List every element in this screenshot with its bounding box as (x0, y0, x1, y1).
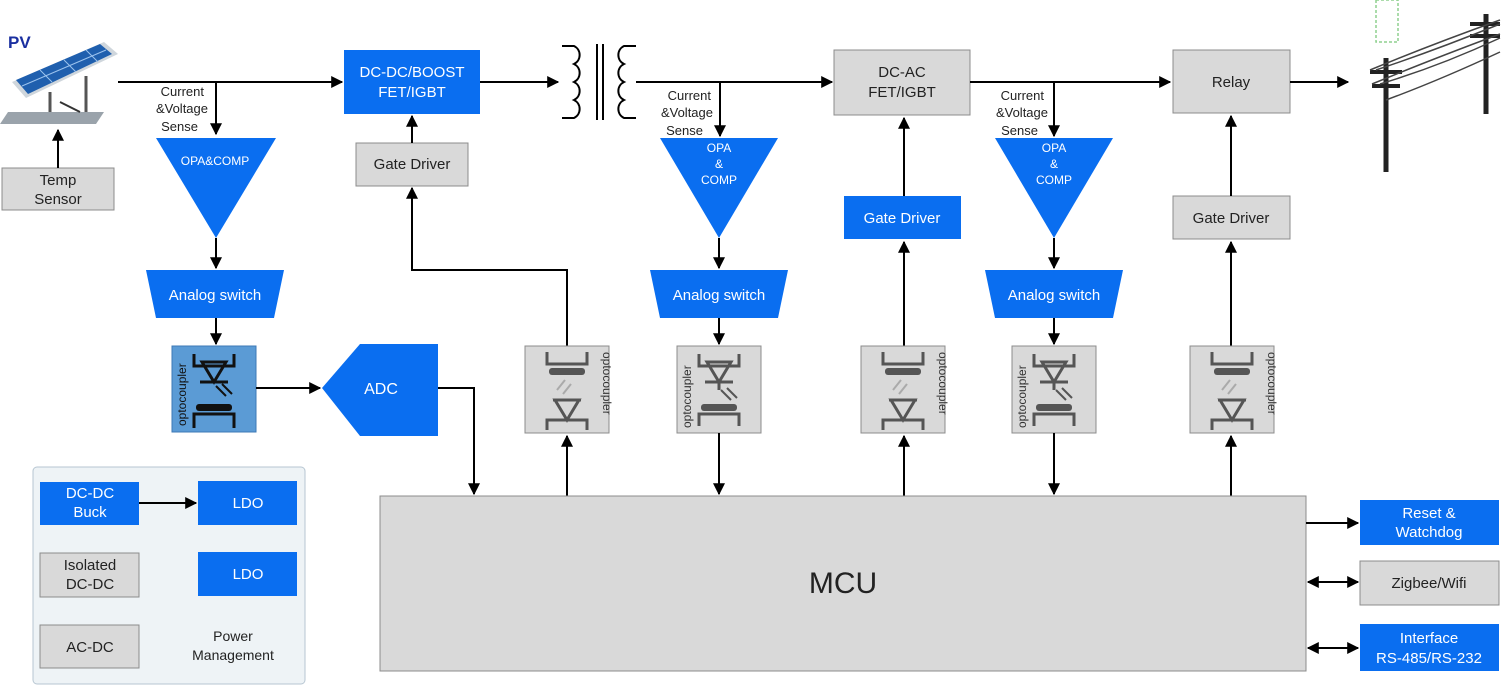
power-grid-icon (1369, 0, 1501, 172)
sense-1-line1: Current (161, 84, 205, 99)
reset-box (1360, 500, 1499, 545)
gate-driver-2-label: Gate Driver (864, 210, 941, 227)
opa-comp-2-line3: COMP (701, 173, 737, 187)
gate-driver-3-label: Gate Driver (1193, 210, 1270, 227)
dcac-line1: DC-AC (878, 64, 926, 81)
acdc-label: AC-DC (66, 639, 114, 656)
opa-comp-2-line1: OPA (707, 141, 731, 155)
power-title-line1: Power (213, 628, 253, 644)
boost-box (344, 50, 480, 114)
isolated-dcdc-box (39, 552, 140, 598)
pv-panel-icon (0, 42, 118, 124)
optocoupler-5: optocoupler (1011, 345, 1097, 434)
optocoupler-3-label: optocoupler (680, 365, 694, 428)
transformer-icon (562, 44, 636, 120)
dcdc-buck-line1: DC-DC (66, 485, 114, 502)
sense-1-line3: Sense (161, 119, 198, 134)
sense-3-line3: Sense (1001, 123, 1038, 138)
sense-3-line1: Current (1001, 88, 1045, 103)
arrow-adc-to-mcu (438, 387, 480, 496)
analog-switch-3-label: Analog switch (1008, 287, 1101, 304)
sense-2-line3: Sense (666, 123, 703, 138)
acdc-box (39, 624, 140, 669)
dcac-line2: FET/IGBT (868, 84, 936, 101)
temp-sensor-box (1, 167, 115, 211)
optocoupler-3: optocoupler (676, 345, 762, 434)
temp-sensor-line1: Temp (40, 172, 77, 189)
gate-driver-1-box (355, 142, 469, 187)
opa-comp-3-line2: & (1050, 157, 1058, 171)
optocoupler-2-label: optocoupler (600, 352, 614, 415)
optocoupler-5-label: optocoupler (1015, 365, 1029, 428)
ldo-1-label: LDO (233, 495, 264, 512)
dcdc-buck-line2: Buck (73, 504, 107, 521)
reset-line1: Reset & (1402, 505, 1455, 522)
opa-comp-2-line2: & (715, 157, 723, 171)
optocoupler-2: optocoupler (524, 345, 614, 434)
gate-driver-2-box (844, 196, 961, 239)
ldo-1-box (198, 481, 297, 525)
gate-driver-1-label: Gate Driver (374, 156, 451, 173)
arrow-opto2-to-gd1 (406, 186, 568, 346)
optocoupler-6: optocoupler (1189, 345, 1279, 434)
optocoupler-1: optocoupler (171, 345, 257, 433)
zigbee-box (1359, 560, 1500, 606)
sense-2-line1: Current (668, 88, 712, 103)
pv-label: PV (8, 33, 31, 52)
opa-comp-1-triangle (156, 138, 276, 238)
analog-switch-2-label: Analog switch (673, 287, 766, 304)
analog-switch-1 (146, 270, 284, 318)
opa-comp-1-label: OPA&COMP (181, 154, 249, 168)
reset-line2: Watchdog (1396, 524, 1463, 541)
sense-1-line2: &Voltage (156, 101, 208, 116)
power-title-line2: Management (192, 647, 274, 663)
opa-comp-2-triangle (660, 138, 778, 238)
boost-line1: DC-DC/BOOST (360, 64, 465, 81)
opa-comp-3-triangle (995, 138, 1113, 238)
mcu-box (379, 495, 1307, 672)
isolated-dcdc-line2: DC-DC (66, 576, 114, 593)
relay-box (1172, 49, 1291, 114)
isolated-dcdc-line1: Isolated (64, 557, 117, 574)
optocoupler-4-label: optocoupler (936, 352, 950, 415)
interface-line2: RS-485/RS-232 (1376, 650, 1482, 667)
sense-2-line2: &Voltage (661, 105, 713, 120)
opa-comp-3-line3: COMP (1036, 173, 1072, 187)
dcdc-buck-box (40, 482, 139, 525)
dcac-box (833, 49, 971, 116)
optocoupler-4: optocoupler (860, 345, 950, 434)
ldo-2-box (198, 552, 297, 596)
analog-switch-3 (985, 270, 1123, 318)
analog-switch-2 (650, 270, 788, 318)
ldo-2-label: LDO (233, 566, 264, 583)
gate-driver-3-box (1172, 195, 1291, 240)
opa-comp-3-line1: OPA (1042, 141, 1066, 155)
optocoupler-6-label: optocoupler (1265, 352, 1279, 415)
adc-label: ADC (364, 381, 398, 398)
zigbee-label: Zigbee/Wifi (1391, 575, 1466, 592)
sense-3-line2: &Voltage (996, 105, 1048, 120)
interface-box (1360, 624, 1499, 671)
analog-switch-1-label: Analog switch (169, 287, 262, 304)
relay-label: Relay (1212, 74, 1251, 91)
optocoupler-1-label: optocoupler (175, 363, 189, 426)
adc-block (322, 344, 438, 436)
mcu-label: MCU (809, 567, 877, 600)
temp-sensor-line2: Sensor (34, 191, 82, 208)
interface-line1: Interface (1400, 630, 1458, 647)
boost-line2: FET/IGBT (378, 84, 446, 101)
